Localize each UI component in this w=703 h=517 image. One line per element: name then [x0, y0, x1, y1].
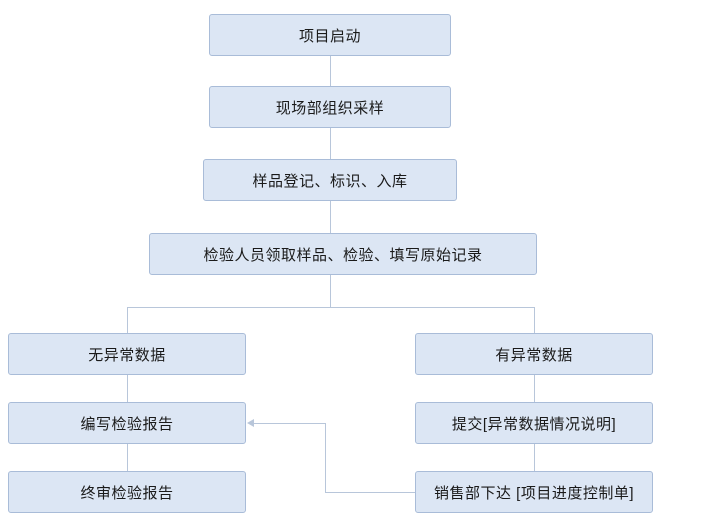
connector-inspect-to-split: [330, 275, 331, 307]
connector-split-to-abnormal: [534, 307, 535, 333]
flow-node-submit[interactable]: 提交[异常数据情况说明]: [415, 402, 653, 444]
connector-sampling-to-register: [330, 128, 331, 159]
connector-salesorder-feedback-v: [325, 423, 326, 492]
connector-writereport-to-final: [127, 444, 128, 471]
flow-node-label: 提交[异常数据情况说明]: [451, 415, 617, 433]
connector-salesorder-feedback-h1: [325, 492, 415, 493]
flow-node-label: 无异常数据: [88, 346, 166, 364]
flow-node-inspect[interactable]: 检验人员领取样品、检验、填写原始记录: [149, 233, 537, 275]
flow-node-label: 有异常数据: [495, 346, 573, 364]
connector-salesorder-feedback-h2: [254, 423, 325, 424]
connector-register-to-inspect: [330, 201, 331, 233]
flow-node-label: 销售部下达 [项目进度控制单]: [433, 484, 634, 502]
flow-node-label: 检验人员领取样品、检验、填写原始记录: [203, 246, 483, 264]
connector-submit-to-salesorder: [534, 444, 535, 471]
flow-node-label: 样品登记、标识、入库: [252, 172, 408, 190]
flow-node-normal[interactable]: 无异常数据: [8, 333, 246, 375]
flow-node-label: 现场部组织采样: [275, 99, 385, 117]
flow-node-abnormal[interactable]: 有异常数据: [415, 333, 653, 375]
flow-node-label: 编写检验报告: [80, 415, 174, 433]
connector-start-to-sampling: [330, 56, 331, 86]
connector-split-to-normal: [127, 307, 128, 333]
flow-node-register[interactable]: 样品登记、标识、入库: [203, 159, 457, 201]
connector-normal-to-writereport: [127, 375, 128, 402]
flow-node-salesorder[interactable]: 销售部下达 [项目进度控制单]: [415, 471, 653, 513]
flow-node-label: 终审检验报告: [80, 484, 174, 502]
flow-node-writereport[interactable]: 编写检验报告: [8, 402, 246, 444]
connector-split-horizontal: [127, 307, 534, 308]
flow-node-start[interactable]: 项目启动: [209, 14, 451, 56]
flow-node-label: 项目启动: [298, 27, 361, 45]
flow-node-finalreport[interactable]: 终审检验报告: [8, 471, 246, 513]
arrowhead-arrow-into-writereport: [247, 419, 254, 427]
flow-node-sampling[interactable]: 现场部组织采样: [209, 86, 451, 128]
connector-abnormal-to-submit: [534, 375, 535, 402]
